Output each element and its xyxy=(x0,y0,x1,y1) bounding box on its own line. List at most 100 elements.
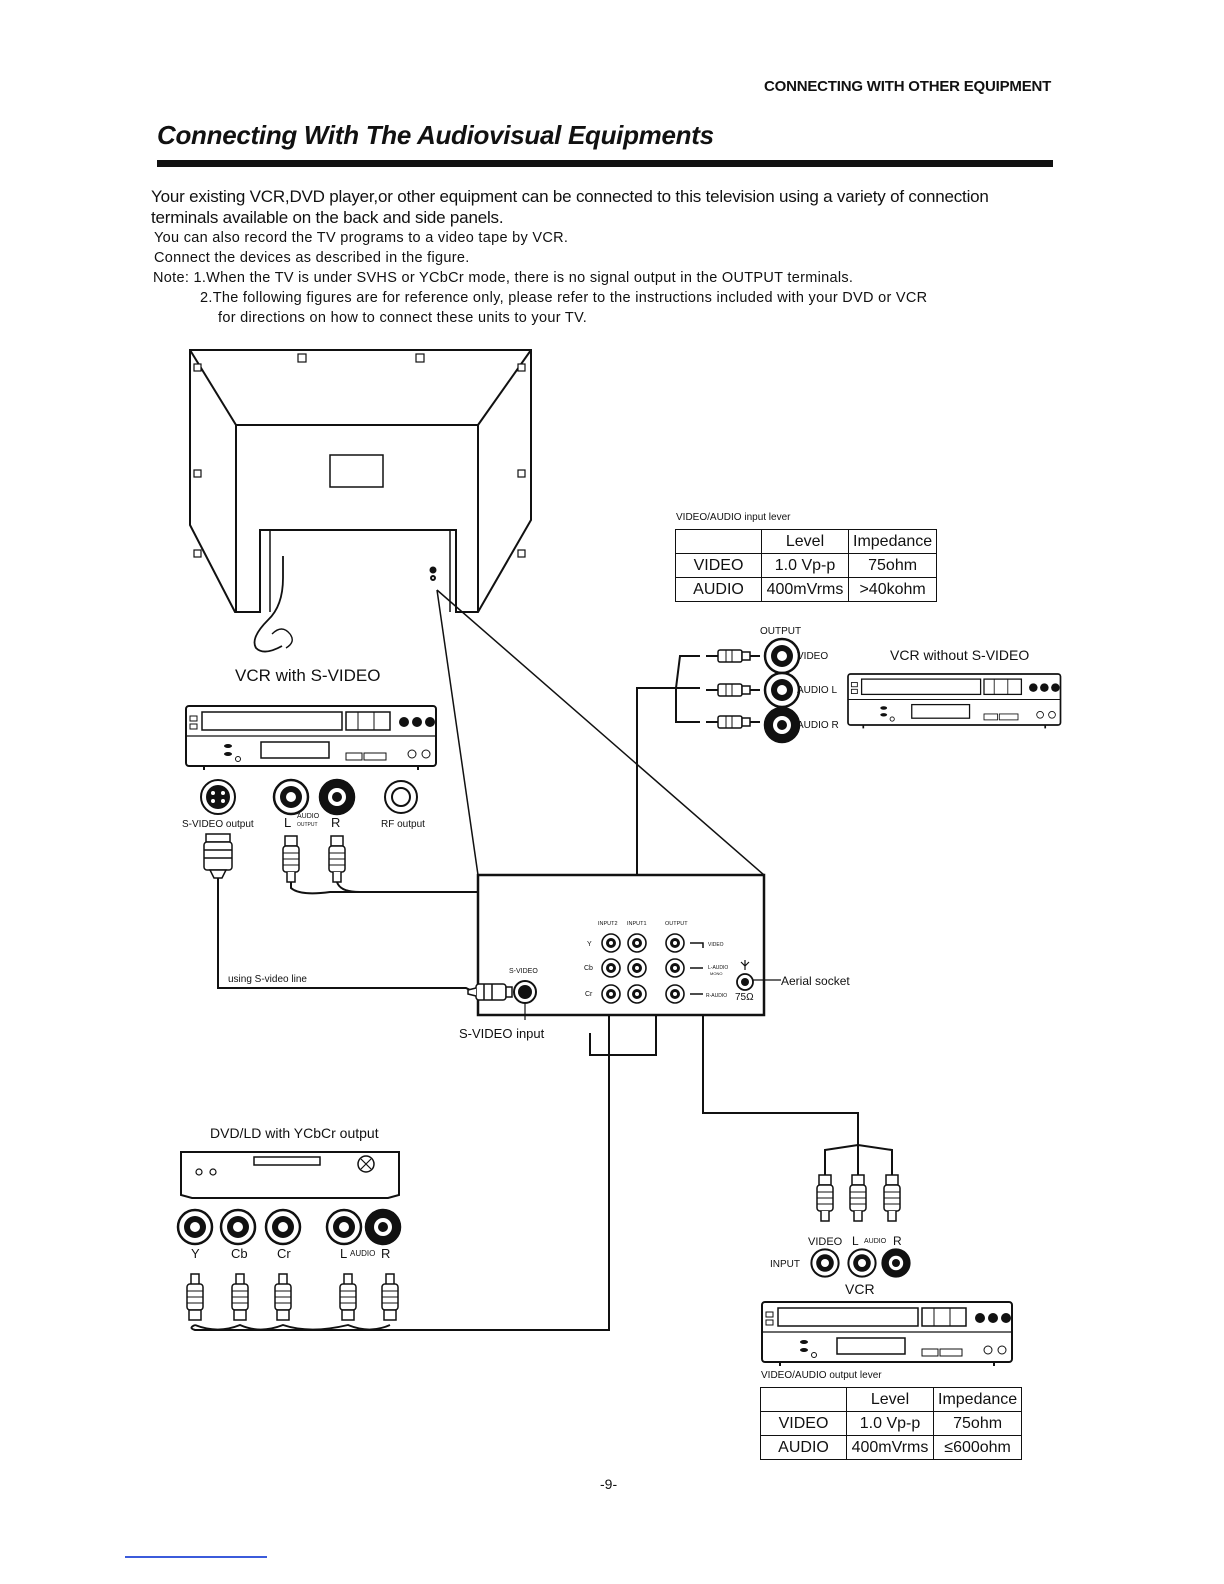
dvd-device xyxy=(180,1151,400,1199)
vcr-out-video-label: VIDEO xyxy=(797,651,828,662)
panel-75ohm-label: 75Ω xyxy=(735,992,754,1003)
intro-line-1: Your existing VCR,DVD player,or other eq… xyxy=(151,187,989,206)
vcr-r-label: R xyxy=(331,815,340,830)
vcr-out-video-jack xyxy=(763,637,801,675)
dvd-cb-plug xyxy=(231,1273,249,1321)
section-header: CONNECTING WITH OTHER EQUIPMENT xyxy=(764,78,1052,95)
svideo-output-label: S-VIDEO output xyxy=(182,819,254,830)
antenna-icon xyxy=(740,960,750,970)
vcr-in-l-plug xyxy=(849,1174,867,1222)
vcr-audio-r-plug xyxy=(328,835,346,883)
vcr-in-audio-label: AUDIO xyxy=(864,1238,887,1245)
vcr-in-video-plug xyxy=(816,1174,834,1222)
table-row: AUDIO 400mVrms ≤600ohm xyxy=(760,1435,1023,1460)
dvd-cr-jack xyxy=(264,1208,302,1246)
vcr-in-r-label: R xyxy=(893,1234,902,1248)
dvd-y-label: Y xyxy=(191,1246,200,1261)
vcr-svideo-device xyxy=(185,705,437,771)
dvd-cb-label: Cb xyxy=(231,1246,248,1261)
aerial-socket-label: Aerial socket xyxy=(781,974,850,988)
panel-laudio-label: L-AUDIO xyxy=(708,965,728,971)
vcr-no-svideo-device xyxy=(847,673,1062,730)
intro-line-2: terminals available on the back and side… xyxy=(151,208,504,227)
output-table-caption: VIDEO/AUDIO output lever xyxy=(761,1370,882,1381)
dvd-cr-plug xyxy=(274,1273,292,1321)
vcr-out-l-plug xyxy=(705,683,761,697)
page-title: Connecting With The Audiovisual Equipmen… xyxy=(157,120,714,150)
vcr-out-video-plug xyxy=(705,649,761,663)
dvd-audio-l-jack xyxy=(325,1208,363,1246)
panel-output-l-jack xyxy=(665,958,685,978)
page-number: -9- xyxy=(600,1476,618,1492)
note-1: Note: 1.When the TV is under SVHS or YCb… xyxy=(153,270,854,286)
table-row: VIDEO 1.0 Vp-p 75ohm xyxy=(675,553,938,578)
panel-cr-label: Cr xyxy=(585,991,593,998)
vcr-audio-label: AUDIO xyxy=(297,813,320,820)
dvd-y-jack xyxy=(176,1208,214,1246)
output-spec-table: Level Impedance VIDEO 1.0 Vp-p 75ohm AUD… xyxy=(760,1387,1023,1460)
note-2: 2.The following figures are for referenc… xyxy=(200,290,928,306)
panel-svideo-label: S-VIDEO xyxy=(509,968,538,975)
panel-input1-label: INPUT1 xyxy=(627,921,647,927)
panel-cb-label: Cb xyxy=(584,965,593,972)
panel-input2-label: INPUT2 xyxy=(598,921,618,927)
vcr-out-audiol-label: AUDIO L xyxy=(797,685,837,696)
vcr-in-r-plug xyxy=(883,1174,901,1222)
vcr-in-l-label: L xyxy=(852,1234,859,1248)
vcr-audio-l-plug xyxy=(282,835,300,883)
footer-rule xyxy=(125,1556,267,1558)
tv-back-illustration xyxy=(189,349,532,653)
panel-y-label: Y xyxy=(587,941,592,948)
vcr-audio-l-jack xyxy=(272,778,310,816)
panel-input1-r-jack xyxy=(627,984,647,1004)
panel-input2-y-jack xyxy=(601,933,621,953)
vcr-l-label: L xyxy=(284,815,291,830)
dvd-r-plug xyxy=(381,1273,399,1321)
panel-output-label: OUTPUT xyxy=(665,921,688,927)
vcr-svideo-title: VCR with S-VIDEO xyxy=(235,666,380,685)
panel-output-video-jack xyxy=(665,933,685,953)
vcr-in-video-label: VIDEO xyxy=(808,1236,843,1248)
vcr-out-output-label: OUTPUT xyxy=(760,626,801,637)
table-row: VIDEO 1.0 Vp-p 75ohm xyxy=(760,1411,1023,1436)
panel-input1-video-jack xyxy=(627,933,647,953)
vcr-out-l-jack xyxy=(763,671,801,709)
dvd-y-plug xyxy=(186,1273,204,1321)
dvd-audio-label: AUDIO xyxy=(350,1249,375,1258)
vcr-out-r-jack xyxy=(763,706,801,744)
vcr-in-r-jack xyxy=(881,1248,911,1278)
panel-input1-l-jack xyxy=(627,958,647,978)
table-row: AUDIO 400mVrms >40kohm xyxy=(675,577,938,602)
vcr-svideo-jacks xyxy=(200,778,418,816)
vcr-out-audior-label: AUDIO R xyxy=(797,720,839,731)
panel-input2-cr-jack xyxy=(601,984,621,1004)
dvd-r-label: R xyxy=(381,1246,390,1261)
table-row: Level Impedance xyxy=(675,529,938,554)
dvd-l-plug xyxy=(339,1273,357,1321)
intro-line-3: You can also record the TV programs to a… xyxy=(154,230,569,246)
vcr-in-title: VCR xyxy=(845,1281,875,1297)
vcr-no-svideo-title: VCR without S-VIDEO xyxy=(890,647,1029,663)
dvd-title: DVD/LD with YCbCr output xyxy=(210,1125,379,1141)
vcr-in-input-label: INPUT xyxy=(770,1259,800,1270)
dvd-audio-r-jack xyxy=(364,1208,402,1246)
panel-raudio-label: R-AUDIO xyxy=(706,993,727,999)
intro-line-4: Connect the devices as described in the … xyxy=(154,250,470,266)
dvd-cr-label: Cr xyxy=(277,1246,291,1261)
panel-video-label: VIDEO xyxy=(708,942,724,948)
vcr-out-r-plug xyxy=(705,715,761,729)
input-spec-table: Level Impedance VIDEO 1.0 Vp-p 75ohm AUD… xyxy=(675,529,938,602)
vcr-in-l-jack xyxy=(847,1248,877,1278)
panel-input2-cb-jack xyxy=(601,958,621,978)
input-table-caption: VIDEO/AUDIO input lever xyxy=(676,512,791,523)
using-svideo-line-label: using S-video line xyxy=(228,974,307,985)
rf-output-label: RF output xyxy=(381,819,425,830)
svideo-input-label: S-VIDEO input xyxy=(459,1026,545,1041)
vcr-audio-r-jack xyxy=(318,778,356,816)
dvd-cb-jack xyxy=(219,1208,257,1246)
vcr-input-device xyxy=(761,1301,1013,1367)
tv-to-panel-lines xyxy=(436,589,765,876)
intro-text: Your existing VCR,DVD player,or other eq… xyxy=(151,186,1071,328)
note-3: for directions on how to connect these u… xyxy=(218,310,588,326)
panel-output-r-jack xyxy=(665,984,685,1004)
